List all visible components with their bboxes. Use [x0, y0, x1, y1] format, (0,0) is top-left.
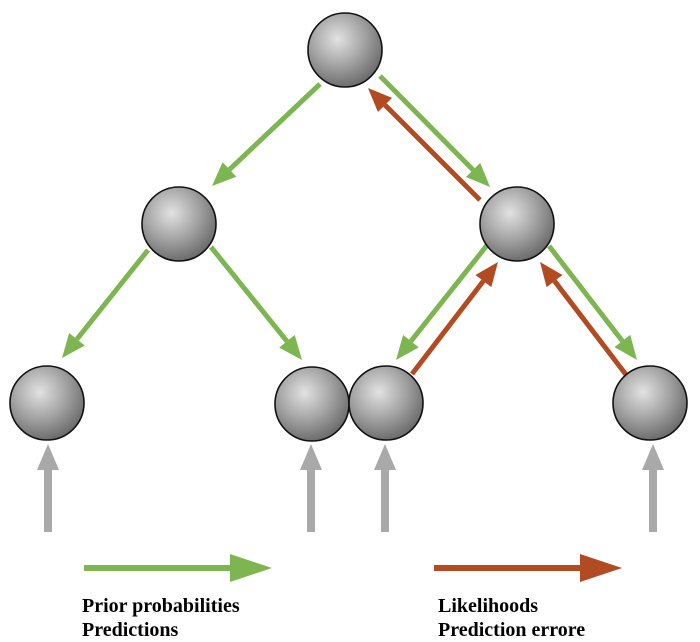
node-leaf-4: [612, 365, 688, 441]
input-arrow-leaf-4: [642, 444, 664, 532]
prediction-arrow-top-to-mid-right: [378, 74, 490, 187]
error-arrow-leaf-4-to-midright: [540, 262, 629, 378]
legend-bottom-up-labels: Likelihoods Prediction errore: [438, 594, 585, 642]
node-mid-left: [141, 186, 217, 262]
prediction-arrow-midright-to-leaf-3: [396, 242, 490, 360]
legend-red-arrow: [434, 554, 622, 582]
node-leaf-3: [348, 365, 424, 441]
node-top: [307, 12, 383, 88]
legend-predictions-label: Predictions: [82, 619, 179, 641]
node-mid-right: [479, 186, 555, 262]
legend-likelihoods-label: Likelihoods: [438, 595, 539, 617]
prediction-arrow-midright-to-leaf-4: [547, 244, 637, 360]
prediction-arrow-midleft-to-leaf-2: [209, 245, 302, 360]
input-arrow-leaf-3: [374, 444, 396, 532]
error-arrow-midright-to-top: [368, 88, 482, 202]
legend-prediction-error-label: Prediction errore: [438, 619, 586, 641]
input-arrow-leaf-1: [37, 444, 59, 532]
input-arrow-leaf-2: [300, 444, 322, 532]
node-leaf-2: [274, 366, 350, 442]
error-arrow-leaf-3-to-midright: [410, 262, 498, 376]
prediction-arrow-top-to-mid-left: [212, 82, 322, 186]
node-leaf-1: [9, 365, 85, 441]
legend-prior-probabilities-label: Prior probabilities: [82, 595, 240, 617]
nodes-layer: [9, 12, 688, 442]
arrows-layer: [37, 74, 664, 582]
legend-green-arrow: [84, 554, 272, 582]
legend-top-down-labels: Prior probabilities Predictions: [82, 594, 240, 642]
prediction-arrow-midleft-to-leaf-1: [62, 248, 150, 358]
